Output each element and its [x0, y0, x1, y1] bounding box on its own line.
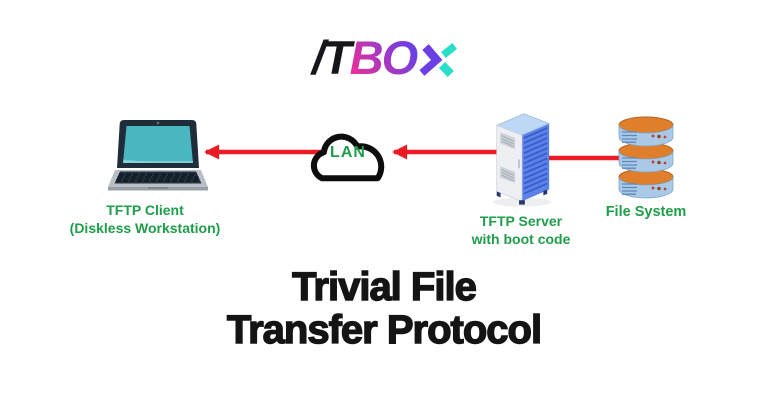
- cloud-icon: [310, 133, 385, 182]
- page-title-line1: Trivial File: [291, 265, 477, 309]
- client-label: TFTP Client (Diskless Workstation): [30, 201, 260, 237]
- laptop-base: [108, 170, 208, 191]
- database-icon: [618, 116, 674, 199]
- db-cylinder-bottom: [618, 168, 674, 199]
- server-vents: [500, 132, 516, 184]
- page-title: Trivial File Transfer Protocol: [0, 265, 768, 352]
- db-cylinder-top: [618, 116, 674, 147]
- server-label: TFTP Server with boot code: [441, 212, 601, 248]
- laptop-lid: [117, 120, 199, 168]
- logo-x-chevron-icon: [419, 43, 458, 77]
- server-label-line2: with boot code: [471, 231, 571, 247]
- client-label-line2: (Diskless Workstation): [69, 220, 221, 236]
- db-cylinder-middle: [618, 142, 674, 173]
- logo-text-bo: BO: [349, 31, 418, 84]
- server-icon: [492, 113, 552, 207]
- server-label-line1: TFTP Server: [479, 213, 563, 229]
- filesystem-label: File System: [605, 204, 687, 220]
- laptop-icon: [108, 120, 208, 191]
- logo-text-it: /T: [311, 31, 352, 84]
- page-title-line2: Transfer Protocol: [226, 308, 543, 352]
- lan-label: LAN: [330, 144, 366, 161]
- client-label-line1: TFTP Client: [106, 202, 184, 218]
